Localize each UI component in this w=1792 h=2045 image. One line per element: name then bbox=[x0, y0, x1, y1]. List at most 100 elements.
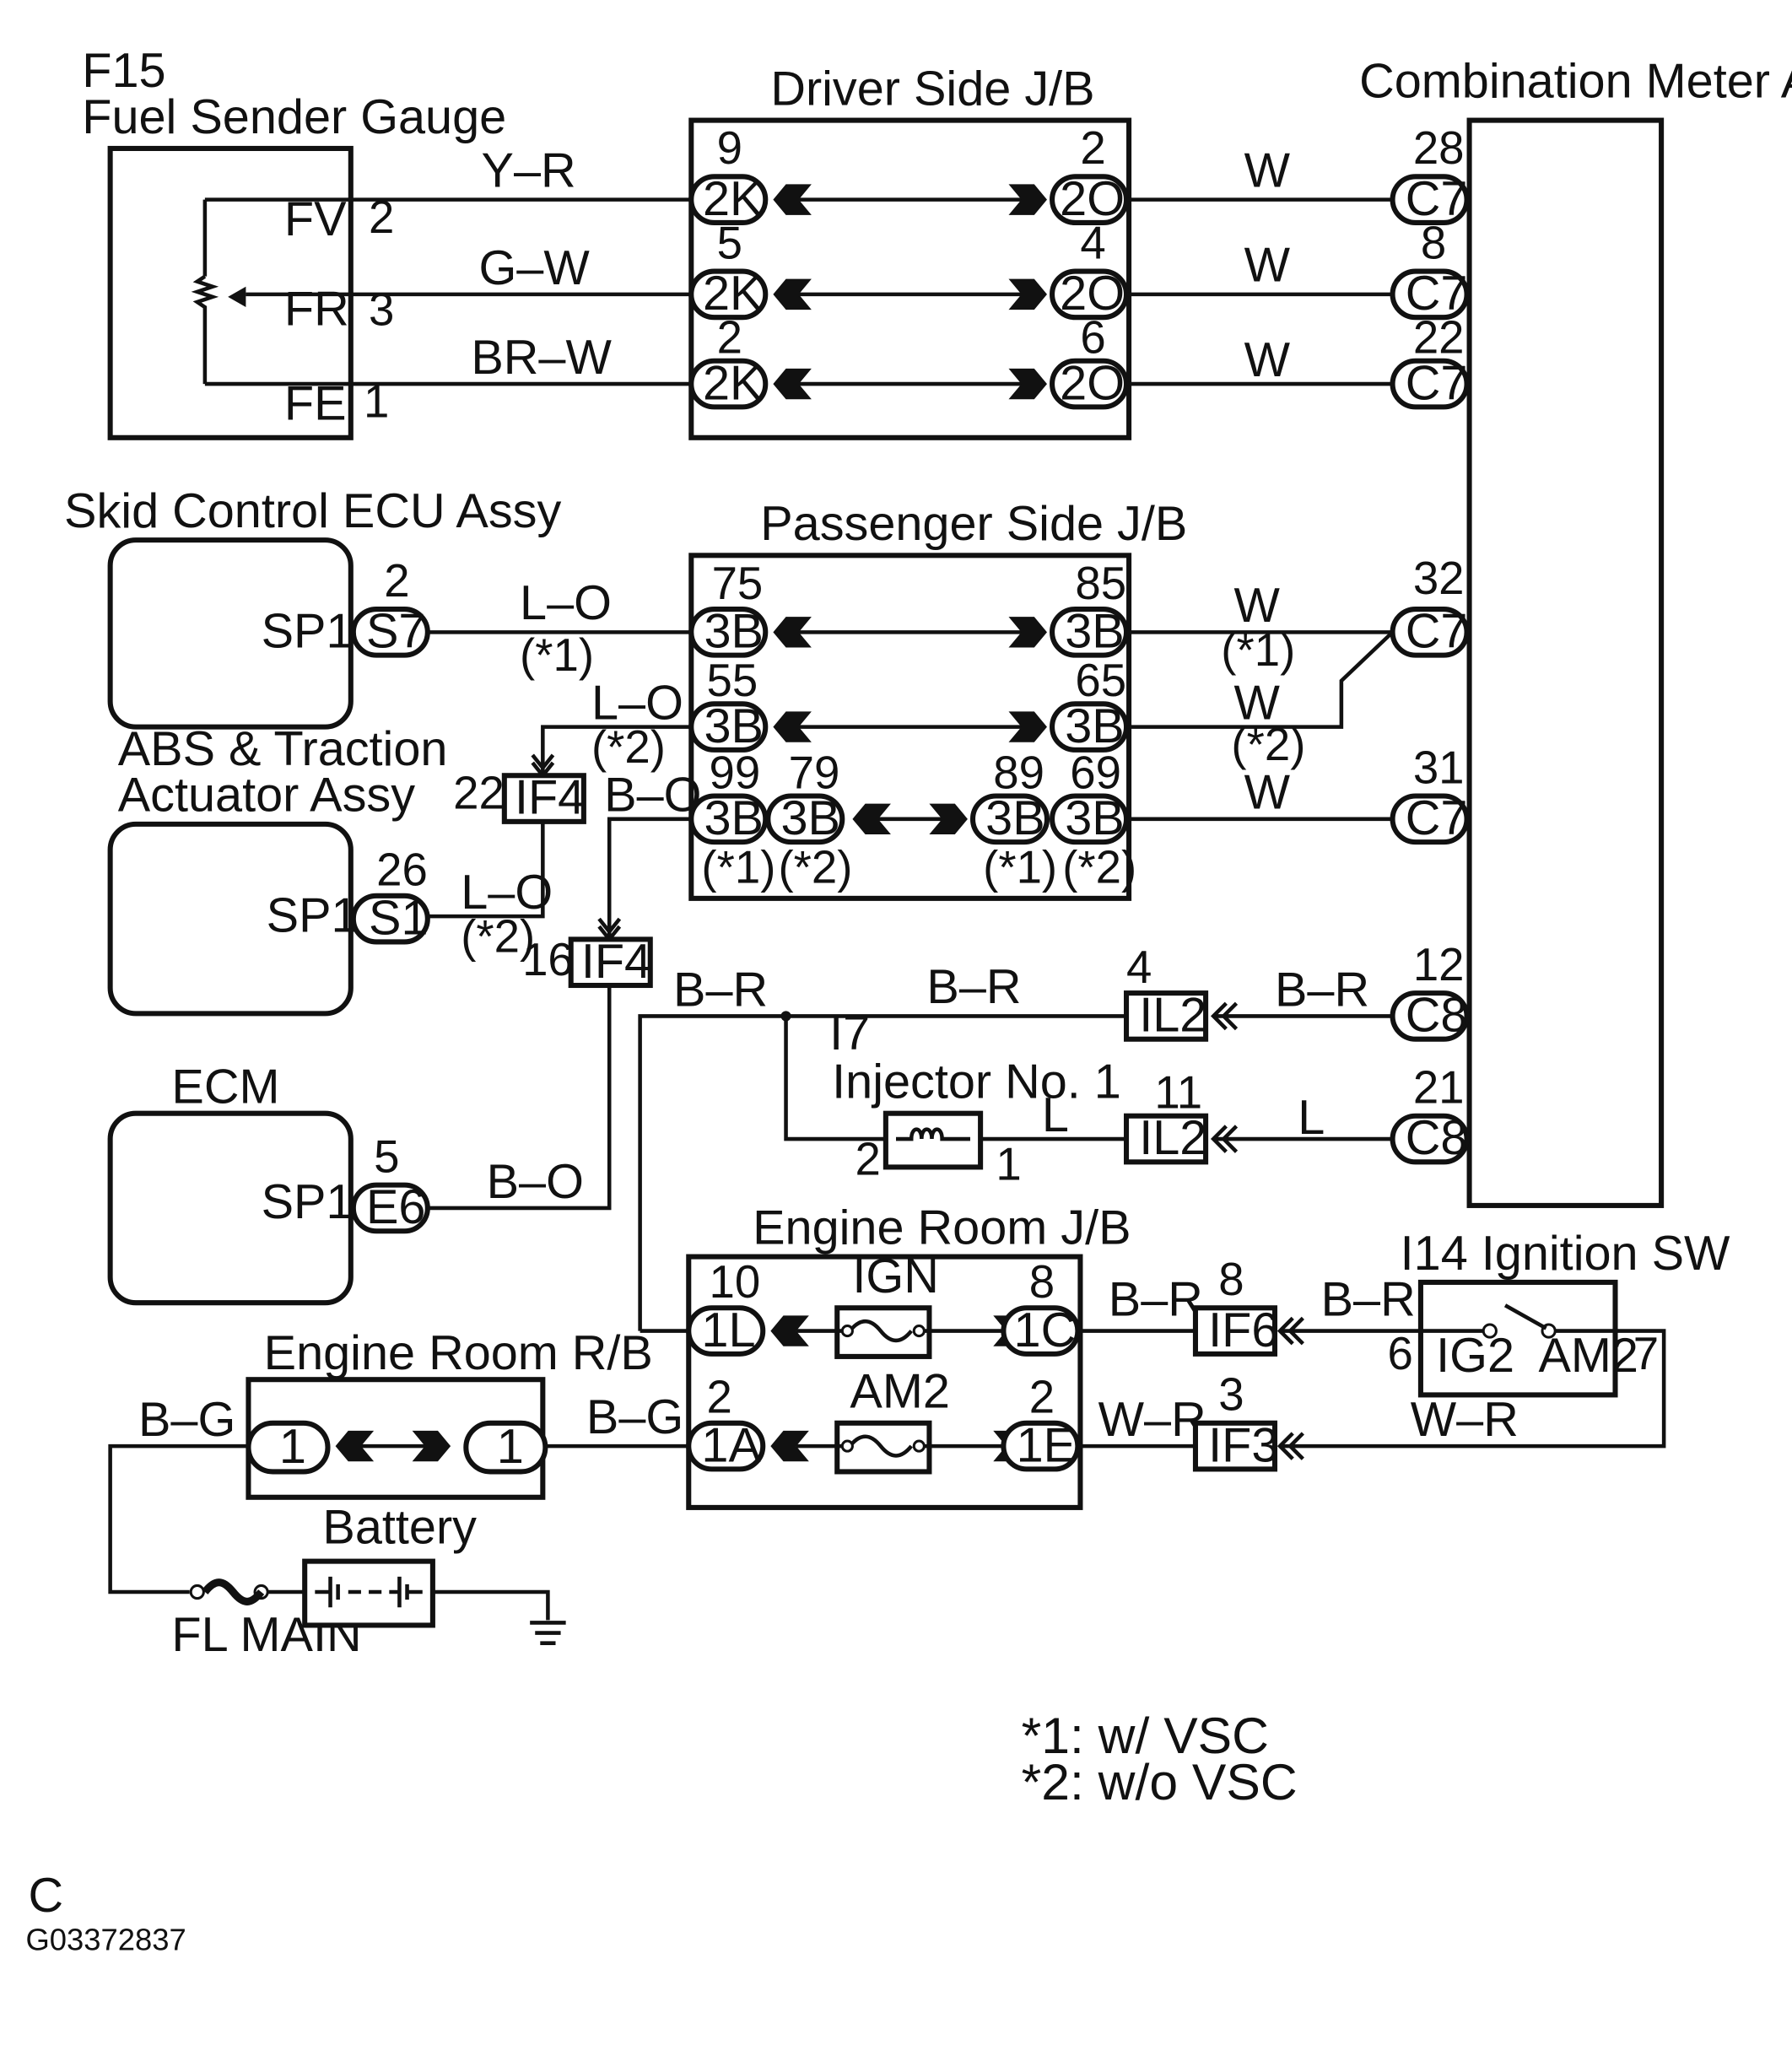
pin-num-fr: 3 bbox=[369, 283, 394, 335]
ecm: ECM SP1 5 E6 bbox=[107, 1060, 430, 1306]
pj-pin-69: 69 bbox=[1070, 747, 1121, 798]
erj-pin-8: 8 bbox=[1029, 1256, 1055, 1308]
wire-label-w: W bbox=[1244, 766, 1291, 820]
skid-ecu-box bbox=[107, 537, 354, 730]
wire-note-v1: (*1) bbox=[520, 629, 594, 681]
meter-pin-12: 12 bbox=[1413, 939, 1465, 990]
footnote-1: *1: w/ VSC bbox=[1022, 1707, 1269, 1764]
skid-control-ecu: Skid Control ECU Assy SP1 2 S7 bbox=[64, 484, 561, 730]
ground-icon bbox=[530, 1621, 566, 1645]
wire-label-w: W bbox=[1244, 239, 1291, 293]
meter-c8-id-2: C8 bbox=[1406, 1111, 1468, 1165]
abs-title-line2: Actuator Assy bbox=[118, 769, 415, 823]
dj-right-id-3: 2O bbox=[1060, 356, 1125, 410]
if6-box bbox=[1192, 1305, 1278, 1357]
il2-lower-id: IL2 bbox=[1139, 1111, 1206, 1165]
pj-note-79: (*2) bbox=[778, 842, 852, 893]
pj-pin-89: 89 bbox=[993, 747, 1044, 798]
if3-box bbox=[1192, 1420, 1278, 1472]
il2-upper-pin: 4 bbox=[1126, 942, 1152, 993]
wire-pj55-to-if4 bbox=[541, 725, 692, 776]
fl-main: FL MAIN bbox=[171, 1578, 362, 1662]
erj-id-1c: 1C bbox=[1014, 1303, 1077, 1357]
skid-ecu-port: SP1 bbox=[262, 605, 354, 659]
wire-label-w: W bbox=[1233, 579, 1280, 633]
erj-id-1l: 1L bbox=[701, 1303, 755, 1357]
wire-note-v1: (*1) bbox=[1221, 624, 1295, 676]
wire-label-bo: B–O bbox=[604, 769, 701, 823]
connector-oval bbox=[1390, 358, 1470, 410]
connector-oval bbox=[688, 358, 769, 410]
ig2-terminal: IG2 bbox=[1436, 1329, 1514, 1383]
driver-jb-internal-wires bbox=[783, 197, 1037, 386]
corner-code: G03372837 bbox=[26, 1923, 186, 1957]
dj-left-id-3: 2K bbox=[703, 356, 762, 410]
fuse-am2-label: AM2 bbox=[850, 1365, 949, 1419]
pj-id-3: 3B bbox=[704, 699, 763, 753]
wire-label-l: L bbox=[1042, 1088, 1069, 1142]
pj-id-8: 3B bbox=[1065, 791, 1124, 845]
injector-pin-left: 2 bbox=[855, 1134, 880, 1185]
engine-room-jb-title: Engine Room J/B bbox=[753, 1201, 1131, 1255]
erb-id-left: 1 bbox=[279, 1420, 306, 1474]
footnote-2: *2: w/o VSC bbox=[1022, 1753, 1298, 1810]
pj-pin-65: 65 bbox=[1075, 655, 1126, 706]
connector-oval bbox=[765, 793, 845, 845]
abs-title-line1: ABS & Traction bbox=[118, 722, 448, 776]
abs-port: SP1 bbox=[267, 888, 359, 942]
wire-label-lo: L–O bbox=[520, 576, 612, 630]
wire-label-l: L bbox=[1298, 1091, 1325, 1145]
wire-note-v2: (*2) bbox=[461, 911, 535, 963]
wiper-arrow-icon bbox=[228, 286, 246, 308]
fuse-terminal bbox=[840, 1439, 854, 1453]
wire-note-v2: (*2) bbox=[591, 721, 666, 773]
injector-wires bbox=[784, 1016, 1127, 1141]
fuse-terminal bbox=[912, 1324, 926, 1338]
fuse-terminal bbox=[912, 1439, 926, 1453]
engine-room-rb: Engine Room R/B 1 1 bbox=[246, 1326, 653, 1500]
erj-pin-2e: 2 bbox=[1029, 1372, 1055, 1423]
meter-c7-id-5: C7 bbox=[1406, 791, 1468, 845]
wire-label-wr: W–R bbox=[1411, 1393, 1519, 1447]
skid-ecu-conn: S7 bbox=[366, 605, 425, 659]
injector-code: I7 bbox=[829, 1006, 870, 1060]
dj-left-id-2: 2K bbox=[703, 267, 762, 321]
ecm-conn: E6 bbox=[366, 1180, 425, 1234]
switch-blade-icon bbox=[1503, 1303, 1547, 1330]
dj-right-pin-3: 6 bbox=[1080, 312, 1105, 364]
am2-terminal: AM2 bbox=[1538, 1329, 1638, 1383]
injector-pin-right: 1 bbox=[996, 1139, 1021, 1190]
pin-label-fr: FR bbox=[284, 282, 349, 336]
skid-ecu-title: Skid Control ECU Assy bbox=[64, 484, 561, 538]
connector-oval bbox=[1390, 174, 1470, 225]
dj-right-id-1: 2O bbox=[1060, 172, 1125, 226]
am2-pin: 7 bbox=[1633, 1328, 1659, 1379]
wire-pj99-to-if4-lower bbox=[607, 817, 692, 940]
fuse-terminal bbox=[840, 1324, 854, 1338]
abs-pin: 26 bbox=[376, 844, 428, 896]
meter-pin-31: 31 bbox=[1413, 742, 1465, 793]
dj-right-pin-2: 4 bbox=[1080, 217, 1105, 268]
wire-label-bg: B–G bbox=[138, 1393, 235, 1447]
ignition-sw-box bbox=[1417, 1279, 1618, 1398]
wire-label-w: W bbox=[1233, 676, 1280, 730]
dj-left-id-1: 2K bbox=[703, 172, 762, 226]
fusible-link-icon bbox=[202, 1578, 265, 1605]
abs-traction-actuator: ABS & Traction Actuator Assy SP1 26 S1 bbox=[107, 722, 448, 1017]
dj-left-pin-1: 9 bbox=[717, 122, 742, 174]
wire-label-br: B–R bbox=[1321, 1272, 1416, 1326]
skid-ecu-pin: 2 bbox=[384, 555, 409, 607]
ignition-sw-title: I14 Ignition SW bbox=[1401, 1227, 1730, 1281]
meter-pin-32: 32 bbox=[1413, 553, 1465, 604]
if3-id: IF3 bbox=[1208, 1418, 1278, 1472]
battery-cells-icon bbox=[315, 1576, 423, 1608]
engine-room-rb-title: Engine Room R/B bbox=[264, 1326, 653, 1380]
pj-pin-75: 75 bbox=[712, 558, 764, 609]
wire-label-bo: B–O bbox=[487, 1155, 584, 1209]
driver-side-jb: Driver Side J/B 9 2K 5 2K 2 2K 2 2O 4 2O… bbox=[688, 62, 1132, 440]
pj-pin-85: 85 bbox=[1075, 558, 1126, 609]
if4-upper-id: IF4 bbox=[515, 771, 585, 825]
if3-pin: 3 bbox=[1218, 1369, 1244, 1421]
pj-pin-79: 79 bbox=[789, 747, 840, 798]
